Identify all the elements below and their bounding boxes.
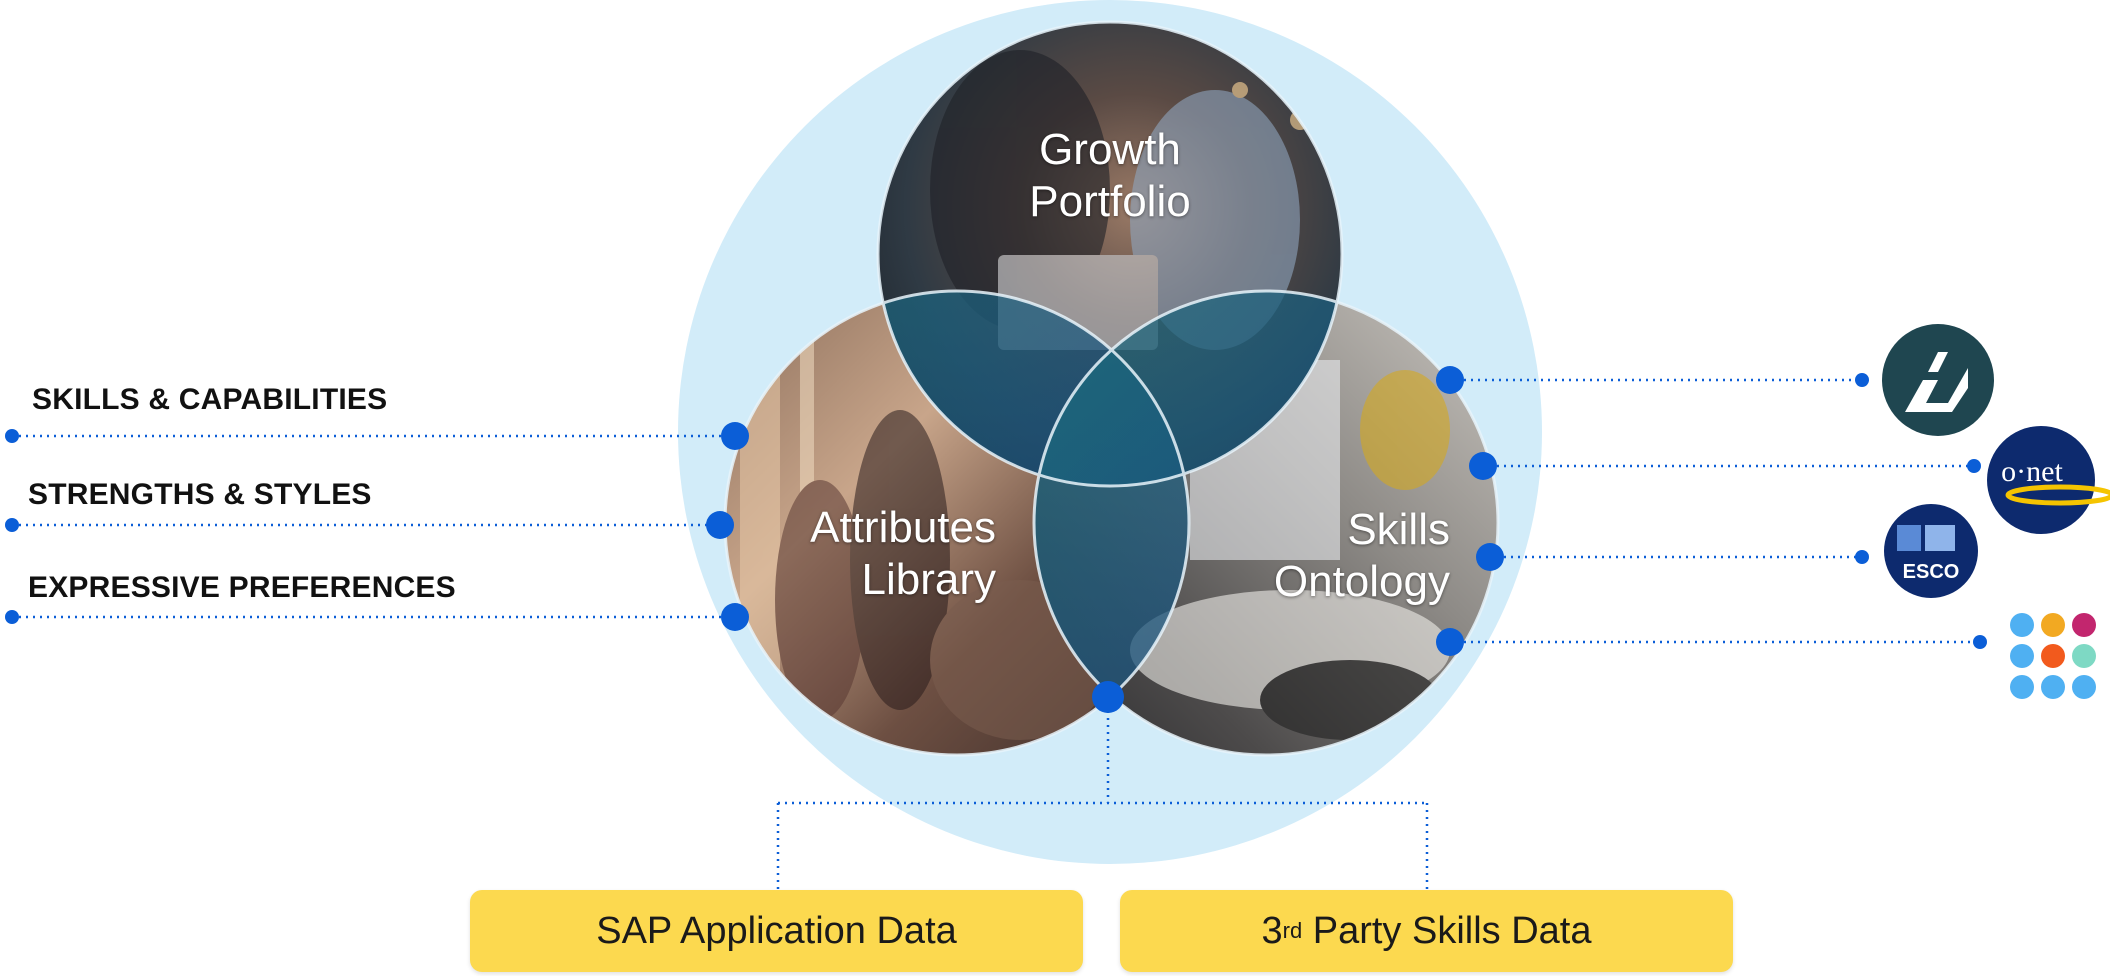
skills-ontology-line1: Skills	[1347, 505, 1450, 554]
left-endpoint-dot	[5, 518, 19, 532]
attributes-library-line1: Attributes	[810, 503, 996, 552]
right-endpoint-dot	[1973, 635, 1987, 649]
right-endpoint-dot	[1855, 373, 1869, 387]
growth-portfolio-line2: Portfolio	[1029, 177, 1191, 226]
left-endpoint-dot	[5, 610, 19, 624]
connector-node	[1436, 628, 1464, 656]
label-strengths-styles: STRENGTHS & STYLES	[28, 478, 372, 511]
skills-ontology-line2: Ontology	[1273, 557, 1450, 606]
connector-node	[1476, 543, 1504, 571]
left-endpoint-dot	[5, 429, 19, 443]
third-party-suffix: Party Skills Data	[1302, 909, 1592, 952]
connector-node	[1436, 366, 1464, 394]
connector-node	[706, 511, 734, 539]
sap-application-data-label: SAP Application Data	[596, 909, 957, 952]
attributes-library-title: Attributes Library	[766, 502, 996, 606]
connector-node	[721, 422, 749, 450]
dots-grid-logo-icon	[2010, 613, 2096, 699]
label-expressive-preferences: EXPRESSIVE PREFERENCES	[28, 571, 456, 604]
connector-node	[721, 603, 749, 631]
connector-node	[1092, 681, 1124, 713]
skills-ontology-title: Skills Ontology	[1240, 504, 1450, 608]
esco-logo-text: ESCO	[1903, 561, 1960, 583]
growth-portfolio-title: Growth Portfolio	[1010, 124, 1210, 228]
third-party-prefix: 3	[1261, 909, 1283, 952]
lightcast-icon	[1882, 324, 1994, 436]
esco-logo-icon: ESCO	[1884, 504, 1978, 598]
label-skills-capabilities: SKILLS & CAPABILITIES	[32, 383, 388, 416]
sap-application-data-box: SAP Application Data	[470, 890, 1083, 972]
attributes-library-line2: Library	[861, 555, 997, 604]
connector-node	[1469, 452, 1497, 480]
right-endpoint-dot	[1967, 459, 1981, 473]
growth-portfolio-line1: Growth	[1039, 125, 1181, 174]
right-endpoint-dot	[1855, 550, 1869, 564]
onet-logo-icon: o·net	[1987, 426, 2110, 534]
onet-logo-text: o·net	[2001, 455, 2063, 488]
